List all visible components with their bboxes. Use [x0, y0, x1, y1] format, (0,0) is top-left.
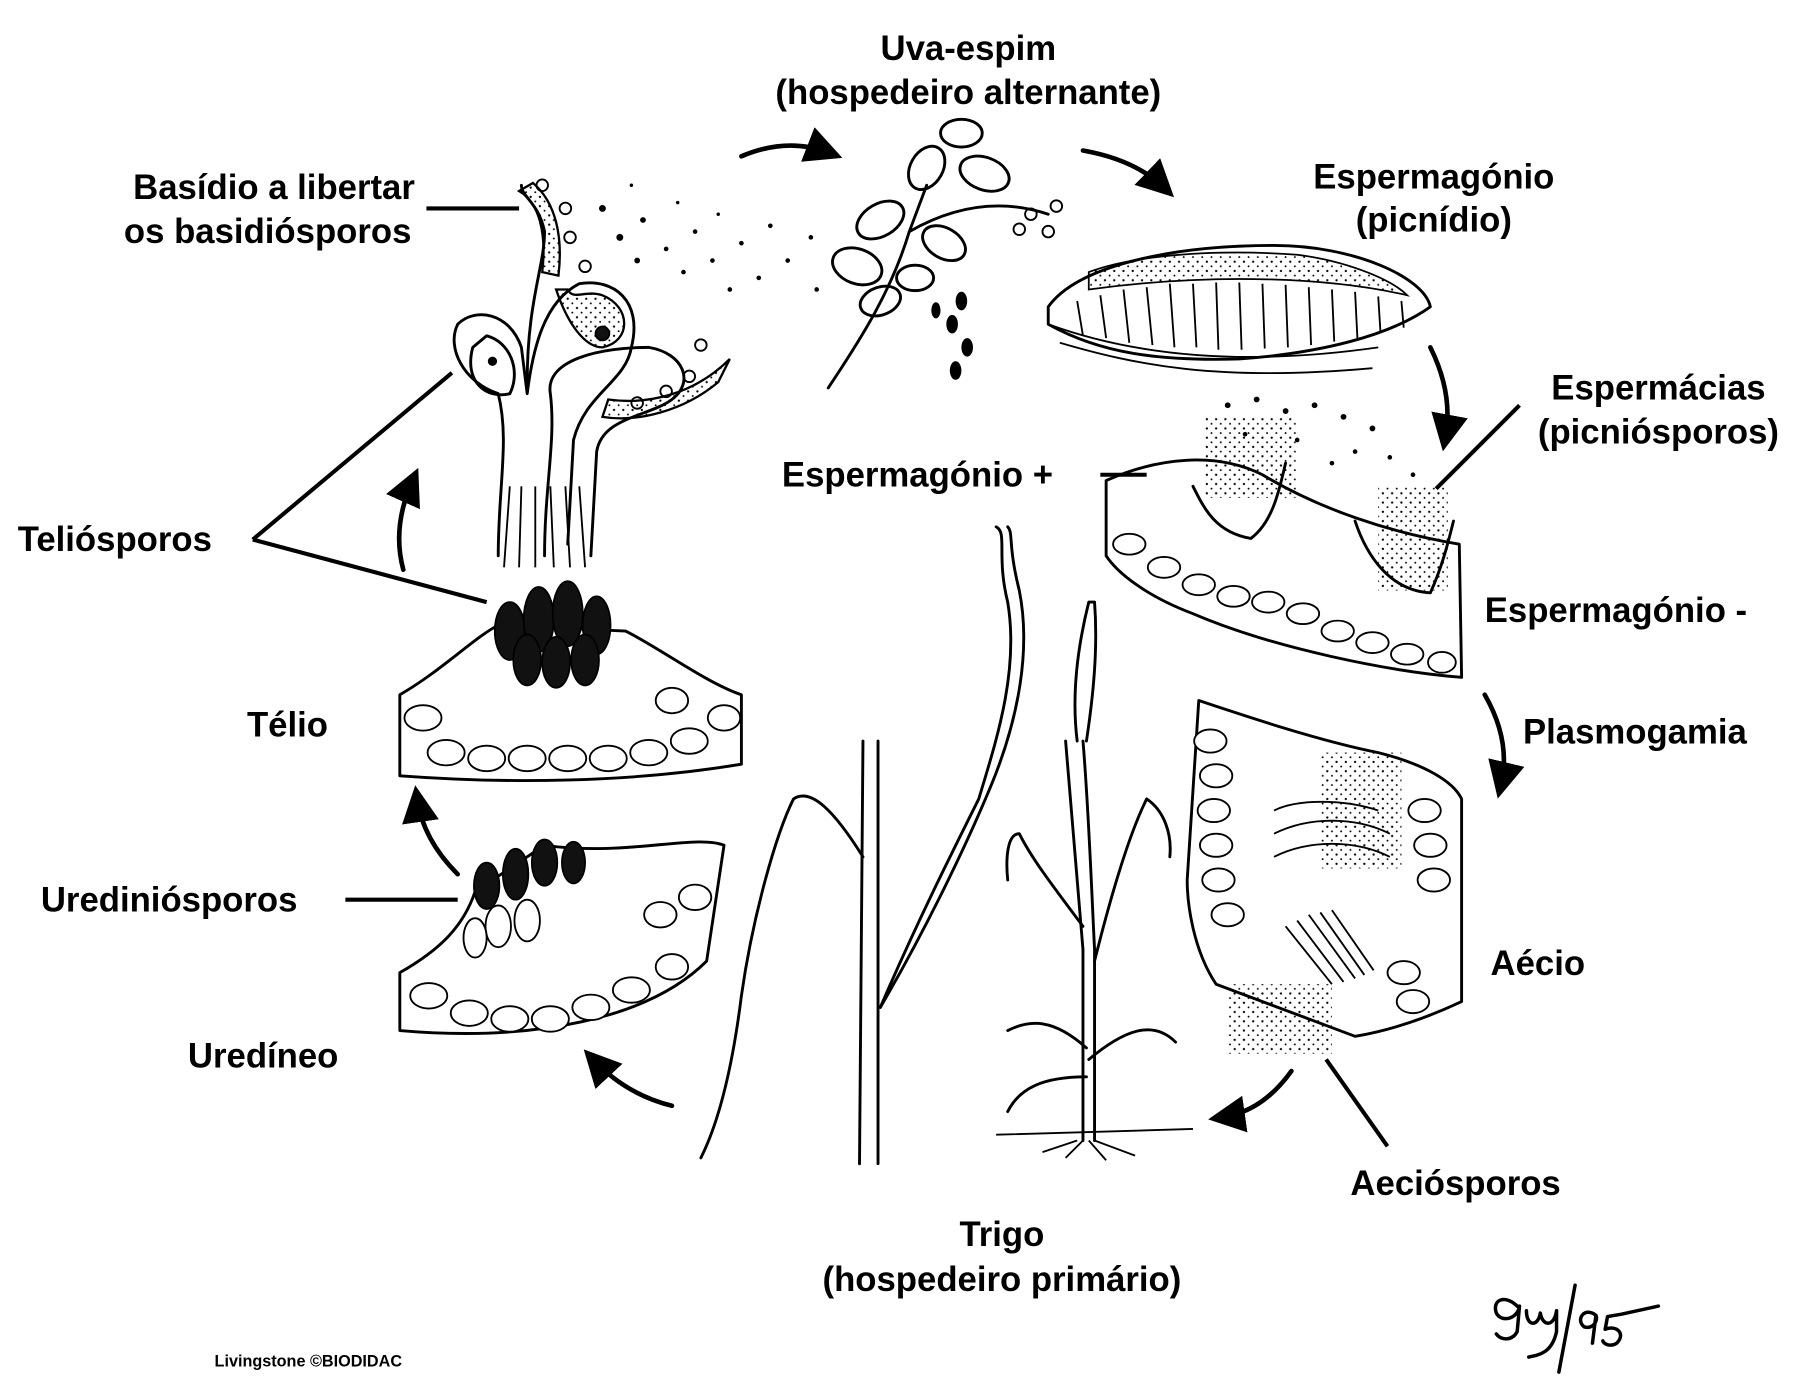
label-spermatia: Espermácias — [1551, 369, 1765, 407]
label-spermogonium: Espermagónio — [1313, 159, 1554, 197]
label-urediniospores: Urediniósporos — [41, 881, 298, 919]
barberry-illustration — [826, 117, 1064, 390]
label-uredinium: Uredíneo — [188, 1038, 338, 1076]
label-primary-host-sub: (hospedeiro primário) — [823, 1261, 1182, 1299]
arrow-to-spermatia — [1428, 345, 1468, 452]
arrow-plasmogamy — [1482, 692, 1525, 799]
label-aecium: Aécio — [1491, 945, 1586, 983]
uredinium-illustration — [398, 838, 726, 1035]
label-aeciospores: Aeciósporos — [1350, 1165, 1560, 1203]
label-spermogonium-plus: Espermagónio + — [782, 456, 1053, 494]
labels: Uva-espim (hospedeiro alternante) Basídi… — [18, 30, 1779, 1370]
arrow-to-spermogonium — [1080, 148, 1175, 198]
label-primary-host: Trigo — [959, 1216, 1044, 1254]
spermogonium-illustration — [1046, 244, 1432, 375]
signature — [1493, 1283, 1661, 1374]
label-teliospores: Teliósporos — [18, 521, 212, 559]
wheat-illustration — [699, 525, 1194, 1166]
basidiospores — [598, 183, 819, 292]
arrow-to-wheat — [1208, 1068, 1294, 1133]
arrow-to-barberry — [739, 127, 843, 162]
label-plasmogamy: Plasmogamia — [1523, 713, 1748, 751]
label-telium: Télio — [247, 706, 328, 744]
label-basidium-sub: os basidiósporos — [124, 213, 411, 251]
pointer-lines — [251, 206, 1521, 1148]
label-alternate-host: Uva-espim — [881, 30, 1057, 68]
label-basidium: Basídio a libertar — [133, 169, 415, 207]
basidium-illustration — [452, 178, 731, 568]
label-spermogonium-minus: Espermagónio - — [1485, 592, 1747, 630]
telium-illustration — [398, 580, 743, 783]
label-spermatia-sub: (picniósporos) — [1538, 413, 1779, 451]
label-alternate-host-sub: (hospedeiro alternante) — [775, 74, 1161, 112]
label-spermogonium-sub: (picnídio) — [1356, 202, 1512, 240]
arrow-to-basidium — [386, 467, 420, 572]
spermogonium-pair-illustration — [1104, 396, 1464, 679]
cycle-arrows — [386, 127, 1525, 1133]
credit-text: Livingstone ©BIODIDAC — [215, 1352, 403, 1370]
aecium-illustration — [1185, 699, 1464, 1054]
arrow-to-telium — [402, 785, 461, 877]
arrow-to-uredinium — [583, 1049, 675, 1109]
